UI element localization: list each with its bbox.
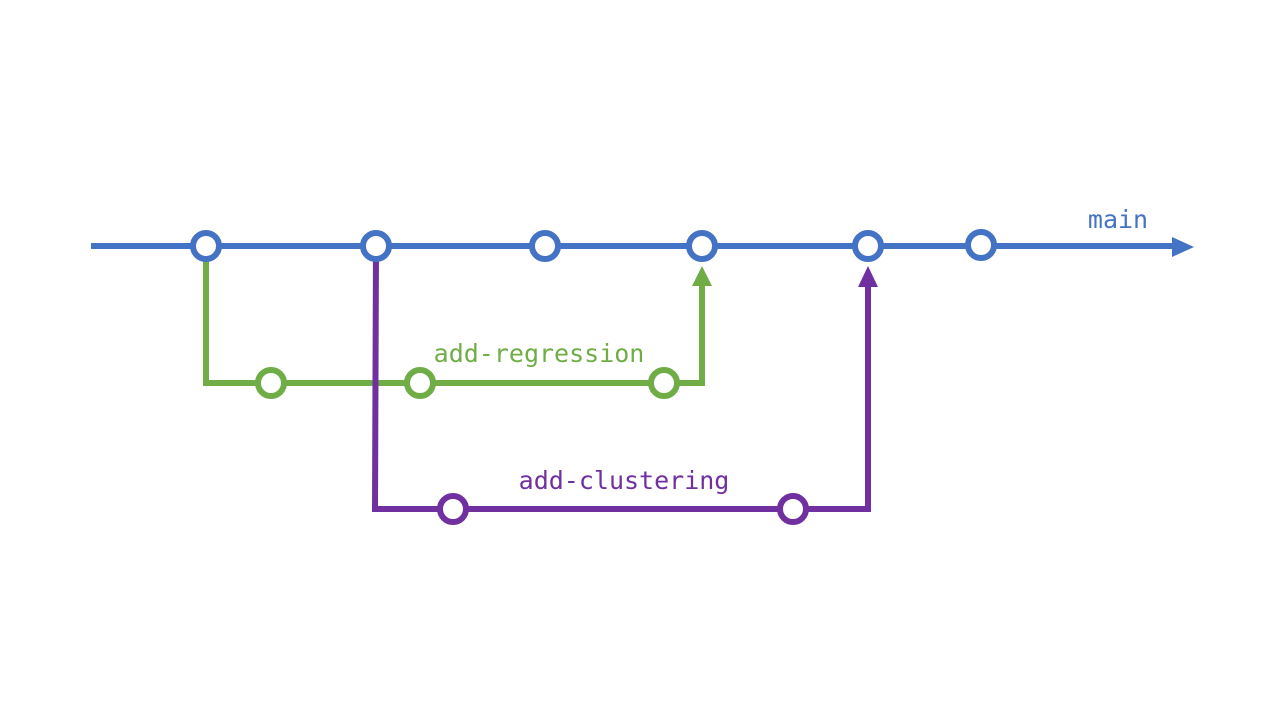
- branch-line-add-clustering: [371, 245, 871, 512]
- commit-main-5[interactable]: [852, 230, 884, 262]
- commit-add-regression-1[interactable]: [255, 367, 287, 399]
- branch-main: main: [91, 205, 1194, 262]
- branch-label-main: main: [1088, 205, 1148, 234]
- commit-add-regression-3[interactable]: [648, 367, 680, 399]
- branch-label-add-clustering: add-clustering: [519, 466, 730, 495]
- commit-add-regression-2[interactable]: [404, 367, 436, 399]
- branch-add-clustering: add-clustering: [371, 245, 878, 525]
- commit-add-clustering-2[interactable]: [777, 493, 809, 525]
- main-arrow-head: [1172, 237, 1194, 257]
- merge-arrow-add-clustering: [858, 266, 878, 287]
- commit-main-4[interactable]: [686, 230, 718, 262]
- commit-main-3[interactable]: [529, 230, 561, 262]
- merge-arrow-add-regression: [692, 266, 712, 286]
- commit-add-clustering-1[interactable]: [437, 493, 469, 525]
- branch-add-regression: add-regression: [203, 246, 712, 399]
- branch-line-add-regression: [203, 246, 705, 386]
- commit-main-6[interactable]: [965, 229, 997, 261]
- commit-main-1[interactable]: [190, 230, 222, 262]
- commit-main-2[interactable]: [360, 230, 392, 262]
- branch-label-add-regression: add-regression: [434, 339, 645, 368]
